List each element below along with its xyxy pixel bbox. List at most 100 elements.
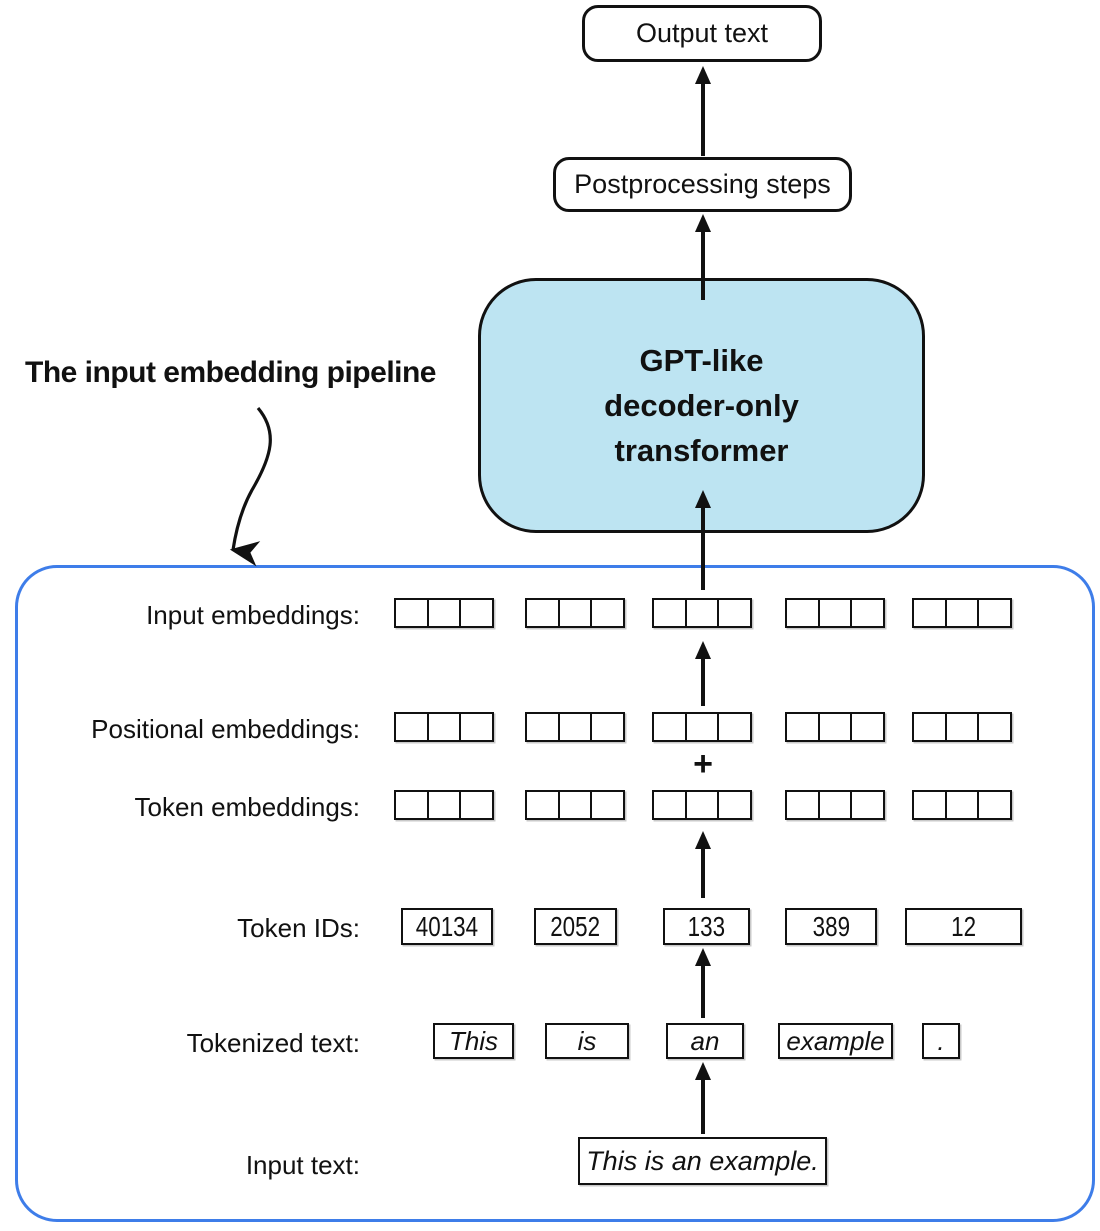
token-id-box: 12 <box>905 908 1022 945</box>
embedding-square <box>557 712 593 742</box>
embedding-square <box>459 598 494 628</box>
embedding-square <box>557 598 593 628</box>
embedding-square <box>912 790 947 820</box>
pipeline-annotation: The input embedding pipeline <box>25 356 437 389</box>
embedding-square <box>525 712 560 742</box>
arrow-head-icon <box>695 490 711 508</box>
token-id-box: 133 <box>663 908 750 945</box>
arrow-head-icon <box>695 1062 711 1080</box>
output-text-box: Output text <box>582 5 822 62</box>
embedding-square <box>459 790 494 820</box>
embedding-square <box>394 712 429 742</box>
embedding-square <box>817 712 853 742</box>
token-box: . <box>922 1023 960 1059</box>
row-label-token-ids: Token IDs: <box>237 913 360 943</box>
row-label-token-embeddings: Token embeddings: <box>134 792 360 822</box>
row-label-input-embeddings: Input embeddings: <box>146 600 360 630</box>
embedding-square <box>652 598 687 628</box>
embedding-square <box>684 790 720 820</box>
pipeline-container <box>15 565 1095 1222</box>
embedding-square <box>912 712 947 742</box>
embedding-vector <box>785 598 885 628</box>
token-box: example <box>778 1023 893 1059</box>
postprocessing-box: Postprocessing steps <box>553 157 852 212</box>
embedding-square <box>590 790 625 820</box>
embedding-square <box>525 790 560 820</box>
embedding-square <box>944 598 980 628</box>
embedding-square <box>977 790 1012 820</box>
embedding-square <box>717 790 752 820</box>
row-label-tokenized-text: Tokenized text: <box>186 1028 360 1058</box>
embedding-square <box>717 712 752 742</box>
embedding-square <box>459 712 494 742</box>
embedding-vector <box>785 712 885 742</box>
embedding-square <box>684 598 720 628</box>
embedding-square <box>944 790 980 820</box>
postprocessing-label: Postprocessing steps <box>574 169 831 199</box>
embedding-vector <box>652 712 752 742</box>
output-text-label: Output text <box>635 18 769 48</box>
embedding-square <box>590 712 625 742</box>
embedding-vector <box>525 598 625 628</box>
annotation-curved-arrow-icon <box>229 406 272 567</box>
embedding-square <box>590 598 625 628</box>
embedding-square <box>977 712 1012 742</box>
embedding-vector <box>652 598 752 628</box>
embedding-vector <box>525 790 625 820</box>
row-label-positional-embeddings: Positional embeddings: <box>91 714 360 744</box>
embedding-square <box>912 598 947 628</box>
embedding-vector <box>525 712 625 742</box>
embedding-square <box>394 598 429 628</box>
embedding-vector <box>912 598 1012 628</box>
embedding-square <box>652 712 687 742</box>
transformer-label: GPT-like decoder-only transformer <box>604 343 799 468</box>
embedding-square <box>525 598 560 628</box>
token-box: This <box>433 1023 514 1059</box>
arrow-tokenids-to-token-embeddings <box>695 831 711 898</box>
arrow-head-icon <box>695 641 711 659</box>
plus-sign: + <box>693 745 713 783</box>
arrow-head-icon <box>695 66 711 84</box>
arrow-postprocessing-to-output <box>695 66 711 156</box>
arrow-head-icon <box>695 831 711 849</box>
embedding-square <box>785 712 820 742</box>
embedding-square <box>850 598 885 628</box>
embedding-vector <box>912 712 1012 742</box>
embedding-square <box>850 790 885 820</box>
embedding-square <box>850 712 885 742</box>
embedding-vector <box>785 790 885 820</box>
token-box: is <box>545 1023 629 1059</box>
input-text-box: This is an example. <box>578 1137 827 1185</box>
row-label-input-text: Input text: <box>245 1150 360 1180</box>
embedding-vector <box>652 790 752 820</box>
embedding-square <box>717 598 752 628</box>
embedding-vector <box>912 790 1012 820</box>
embedding-square <box>785 790 820 820</box>
embedding-square <box>426 790 462 820</box>
embedding-vector <box>394 598 494 628</box>
embedding-square <box>817 598 853 628</box>
embedding-square <box>785 598 820 628</box>
embedding-square <box>557 790 593 820</box>
embedding-vector <box>394 790 494 820</box>
arrow-embeddings-to-transformer <box>695 490 711 590</box>
embedding-square <box>817 790 853 820</box>
embedding-vector <box>394 712 494 742</box>
embedding-square <box>426 598 462 628</box>
embedding-square <box>394 790 429 820</box>
token-id-box: 40134 <box>401 908 493 945</box>
arrow-head-icon <box>695 948 711 966</box>
embedding-square <box>426 712 462 742</box>
arrow-transformer-to-postprocessing <box>695 214 711 300</box>
embedding-square <box>977 598 1012 628</box>
token-id-box: 389 <box>785 908 877 945</box>
arrow-positional-to-input-embeddings <box>695 641 711 706</box>
input-text-value: This is an example. <box>586 1145 819 1176</box>
embedding-square <box>684 712 720 742</box>
embedding-square <box>652 790 687 820</box>
token-id-box: 2052 <box>534 908 617 945</box>
arrow-tokenized-to-tokenids <box>695 948 711 1018</box>
embedding-square <box>944 712 980 742</box>
arrow-inputtext-to-tokenized <box>695 1062 711 1134</box>
